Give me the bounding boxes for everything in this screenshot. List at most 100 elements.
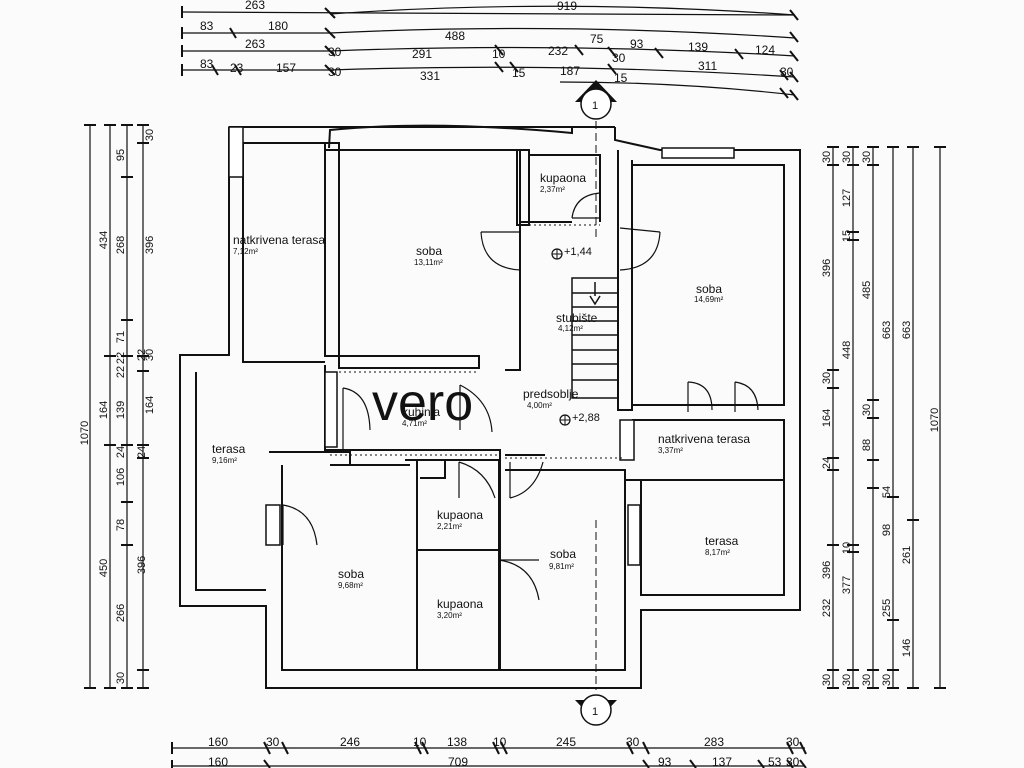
dim-left-b-1: 164 — [98, 401, 110, 419]
section-label-top: 1 — [592, 100, 598, 112]
dim-right-d-2: 146 — [901, 639, 913, 657]
dim-left-c-2: 71 — [115, 331, 127, 343]
staircase — [571, 277, 619, 399]
bottom-dimensions — [172, 747, 805, 767]
dim-right-b-3: 448 — [841, 341, 853, 359]
dim-right-a-6: 232 — [821, 599, 833, 617]
dim-top-r0-1: 919 — [557, 0, 577, 13]
dim-right-c-7: 30 — [861, 674, 873, 686]
room-labels: natkrivena terasa 7,12m² soba 13,11m² ku… — [212, 171, 750, 620]
dim-left-c-extra-1: 24 — [115, 446, 127, 458]
dim-left-total: 1070 — [79, 421, 91, 445]
room-name-soba-b: soba — [696, 282, 722, 296]
bottom-dimension-labels: 160 30 246 10 138 10 245 30 283 30 160 7… — [208, 735, 800, 768]
dim-bottom-r0-6: 245 — [556, 735, 576, 749]
dim-top-r3-5: 15 — [512, 66, 526, 80]
left-dimension-labels: 1070 434 164 450 95 268 71 22 139 106 78… — [79, 129, 156, 684]
room-name-soba-a: soba — [416, 244, 442, 258]
dim-top-r2-3: 10 — [492, 47, 506, 61]
dim-right-c-5: 98 — [881, 524, 893, 536]
room-name-terasa-b: terasa — [705, 534, 739, 548]
room-area-kupaona-a: 2,37m² — [540, 185, 565, 194]
dim-top-r3-4: 331 — [420, 69, 440, 83]
room-name-natkrivena-terasa: natkrivena terasa — [233, 233, 325, 247]
dim-top-r3-6: 187 — [560, 64, 580, 78]
section-label-bottom: 1 — [592, 706, 598, 718]
left-dimension-ticks — [84, 124, 149, 689]
dim-top-r2-0: 263 — [245, 37, 265, 51]
dim-top-r3-9: 30 — [780, 65, 794, 79]
dim-top-r2-8: 124 — [755, 43, 775, 57]
top-dimension-ticks — [181, 6, 799, 101]
dim-top-r2-2: 291 — [412, 47, 432, 61]
dim-right-b-0: 30 — [841, 151, 853, 163]
dim-left-c-4: 139 — [115, 401, 127, 419]
dim-top-r2-7: 139 — [688, 40, 708, 54]
room-area-terasa-b: 8,17m² — [705, 548, 730, 557]
dim-left-d-2: 22 — [136, 349, 148, 361]
dim-right-a-4: 24 — [821, 457, 833, 469]
room-area-predsoblje: 4,00m² — [527, 401, 552, 410]
dim-top-r1-2: 488 — [445, 29, 465, 43]
dim-left-c-extra-0: 22 — [115, 366, 127, 378]
room-name-stubiste: stubište — [556, 311, 598, 325]
room-area-soba-b: 14,69m² — [694, 295, 724, 304]
top-dimension-labels: 263 919 83 180 488 263 30 291 10 232 75 … — [200, 0, 794, 85]
bottom-dimension-ticks — [171, 741, 807, 768]
dim-bottom-r1-5: 30 — [786, 755, 800, 768]
dim-left-c-6: 78 — [115, 519, 127, 531]
dim-bottom-r1-2: 93 — [658, 755, 672, 768]
watermark: vero — [372, 374, 473, 432]
doors — [282, 192, 759, 601]
room-area-terasa-a: 9,16m² — [212, 456, 237, 465]
dim-right-b-6: 30 — [841, 674, 853, 686]
wall-hatch — [330, 224, 625, 459]
dim-top-r0-0: 263 — [245, 0, 265, 12]
dim-left-c-7: 266 — [115, 604, 127, 622]
dim-left-d-1: 396 — [144, 236, 156, 254]
windows — [228, 126, 735, 566]
dim-top-r3-3: 30 — [328, 65, 342, 79]
dim-right-a-2: 30 — [821, 372, 833, 384]
dim-right-b-1: 127 — [841, 189, 853, 207]
dim-bottom-r0-9: 30 — [786, 735, 800, 749]
dim-right-d-1: 261 — [901, 546, 913, 564]
room-name-kuhinja: kuhinja — [402, 405, 440, 419]
room-name-predsoblje: predsoblje — [523, 387, 579, 401]
dim-top-r1-0: 83 — [200, 19, 214, 33]
dim-top-r3-0: 83 — [200, 57, 214, 71]
dim-right-d-0: 663 — [881, 321, 893, 339]
dim-top-r3-8: 311 — [698, 59, 717, 73]
dim-right-c-6: 255 — [881, 599, 893, 617]
section-marker-top: 1 — [575, 80, 617, 240]
dim-bottom-r0-3: 10 — [413, 735, 427, 749]
room-name-kupaona-c: kupaona — [437, 597, 483, 611]
room-area-soba-c: 9,68m² — [338, 581, 363, 590]
dim-right-c-2: 30 — [861, 404, 873, 416]
dim-top-r2-5: 75 — [590, 32, 604, 46]
dim-left-d-6: 396 — [136, 556, 148, 574]
dim-top-r1-1: 180 — [268, 19, 288, 33]
dim-left-d-0: 30 — [144, 129, 156, 141]
level-upper: +1,44 — [564, 246, 592, 258]
dim-bottom-r1-1: 709 — [448, 755, 468, 768]
dim-left-d-3: 30 — [144, 349, 156, 361]
dim-bottom-r0-4: 138 — [447, 735, 467, 749]
room-area-soba-a: 13,11m² — [414, 258, 443, 267]
dim-left-d-4: 164 — [144, 396, 156, 414]
dim-bottom-r0-1: 30 — [266, 735, 280, 749]
interior-walls — [269, 142, 785, 671]
dim-right-b-5: 377 — [841, 576, 853, 594]
dim-left-d-5: 24 — [136, 446, 148, 458]
dim-right-d-3: 30 — [881, 674, 893, 686]
left-dimensions — [89, 125, 144, 688]
dim-top-r2-1: 30 — [328, 45, 342, 59]
level-lower: +2,88 — [572, 412, 600, 424]
dim-right-c-1: 485 — [861, 281, 873, 299]
dim-bottom-r1-4: 53 — [768, 755, 782, 768]
room-name-kupaona-b: kupaona — [437, 508, 483, 522]
room-area-kuhinja: 4,71m² — [402, 419, 427, 428]
dim-right-b-2: 15 — [841, 230, 853, 242]
dim-right-a-0: 30 — [821, 151, 833, 163]
dim-left-c-8: 30 — [115, 672, 127, 684]
